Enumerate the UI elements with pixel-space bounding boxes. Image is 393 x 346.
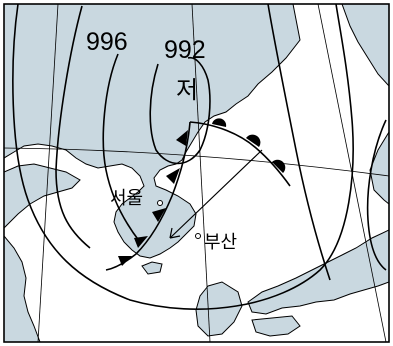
meridian-line — [191, 4, 211, 342]
isobar-line — [267, 4, 331, 281]
section-line — [169, 149, 263, 239]
cold-front-triangle — [134, 236, 148, 248]
city-marker-seoul — [157, 200, 163, 206]
cold-front-triangle — [176, 130, 188, 146]
city-label-busan: 부산 — [204, 232, 237, 253]
cold-front-symbols — [118, 130, 188, 266]
isobars — [12, 4, 387, 310]
section-line-segment — [169, 149, 263, 239]
warm-front-symbols — [212, 118, 286, 173]
isobar-line — [55, 5, 91, 249]
isobar-996-label: 996 — [86, 28, 128, 56]
isobar-992-label: 992 — [164, 36, 206, 64]
cold-front-triangle — [166, 168, 180, 184]
isobar-996 — [102, 53, 141, 243]
low-pressure-label: 저 — [176, 76, 198, 104]
warm-front-semicircle — [272, 159, 286, 173]
shandong-landmass — [4, 163, 81, 229]
city-marker-busan — [195, 233, 201, 239]
isobar-line — [12, 4, 354, 310]
jeju-island — [141, 261, 163, 275]
cold-front-triangle — [118, 256, 132, 266]
meridian-line — [37, 4, 59, 342]
china-mainland-landmass — [4, 235, 41, 342]
shikoku-landmass — [251, 315, 301, 337]
warm-front-semicircle — [246, 134, 261, 147]
hokkaido-landmass — [369, 131, 389, 205]
isobar-line — [366, 119, 387, 271]
city-label-seoul: 서울 — [110, 188, 143, 209]
sakhalin-landmass — [341, 4, 389, 87]
isobar-992 — [149, 56, 211, 165]
section-line-arrow — [169, 227, 181, 239]
cold-front-triangle — [152, 208, 166, 222]
map-frame — [3, 3, 390, 343]
warm-front-line — [189, 121, 291, 187]
warm-front-semicircle — [212, 118, 227, 127]
